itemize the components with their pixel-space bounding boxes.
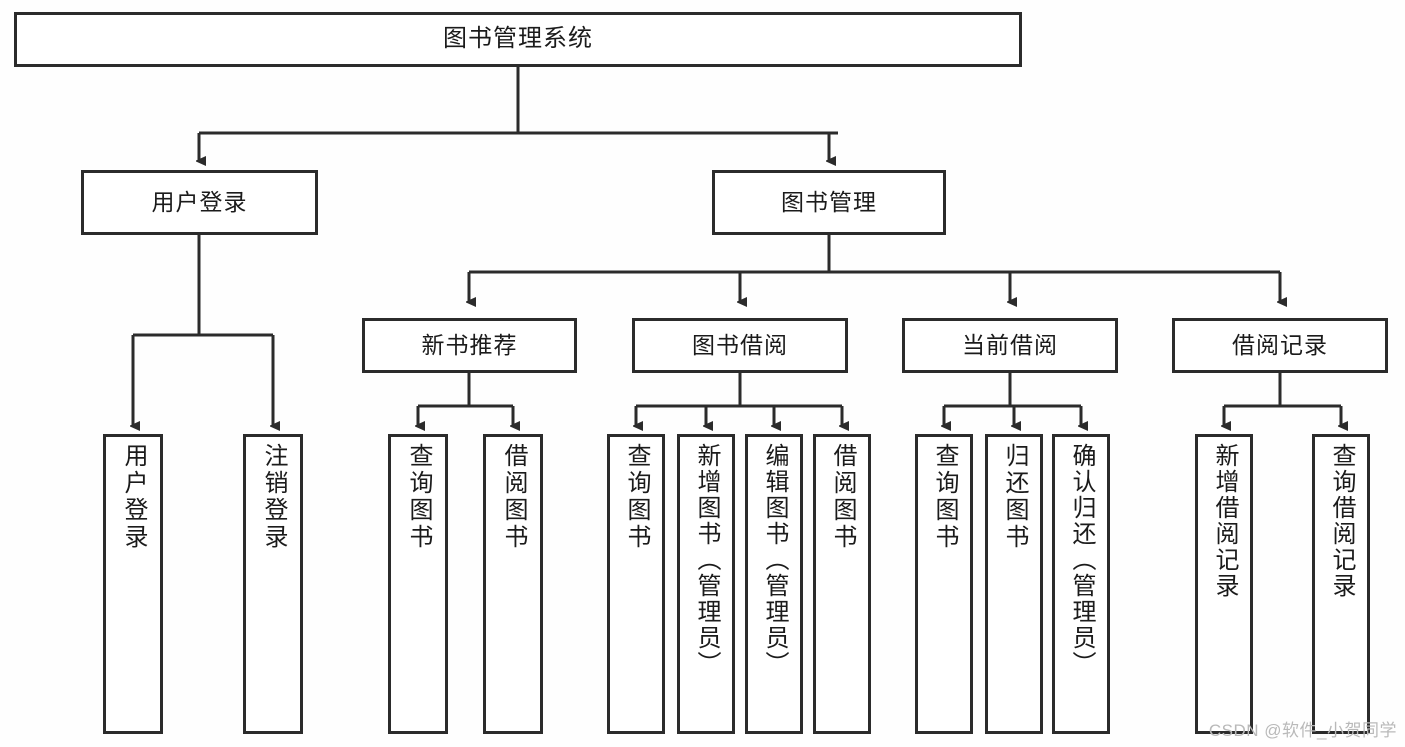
node-leaf-user-login-label: 用户登录 <box>120 443 147 551</box>
node-current-borrow-label: 当前借阅 <box>962 331 1058 358</box>
node-borrow-record-label: 借阅记录 <box>1232 331 1328 358</box>
node-leaf-user-login[interactable]: 用户登录 <box>103 434 163 734</box>
node-leaf-borrow-borrow-book-label: 借阅图书 <box>829 443 856 551</box>
node-book-borrow[interactable]: 图书借阅 <box>632 318 848 373</box>
node-leaf-logout-label: 注销登录 <box>260 443 287 551</box>
node-leaf-current-query-book-label: 查询图书 <box>931 443 958 551</box>
node-leaf-current-confirm-return[interactable]: 确认归还（管理员） <box>1052 434 1110 734</box>
node-new-book-recommend[interactable]: 新书推荐 <box>362 318 577 373</box>
node-leaf-borrow-edit-book-label: 编辑图书（管理员） <box>761 443 788 677</box>
node-book-borrow-label: 图书借阅 <box>692 331 788 358</box>
node-leaf-current-return-book[interactable]: 归还图书 <box>985 434 1043 734</box>
node-leaf-current-confirm-return-label: 确认归还（管理员） <box>1068 443 1095 677</box>
node-leaf-recommend-borrow-book[interactable]: 借阅图书 <box>483 434 543 734</box>
node-new-book-recommend-label: 新书推荐 <box>421 331 518 358</box>
node-leaf-recommend-borrow-book-label: 借阅图书 <box>500 443 527 551</box>
node-leaf-record-add-label: 新增借阅记录 <box>1211 443 1238 599</box>
node-leaf-borrow-add-book-label: 新增图书（管理员） <box>693 443 720 677</box>
node-user-login[interactable]: 用户登录 <box>81 170 318 235</box>
node-leaf-borrow-edit-book[interactable]: 编辑图书（管理员） <box>745 434 803 734</box>
node-book-manage-label: 图书管理 <box>781 188 877 215</box>
node-leaf-record-query-label: 查询借阅记录 <box>1328 443 1355 599</box>
node-leaf-borrow-query-book[interactable]: 查询图书 <box>607 434 665 734</box>
node-root-label: 图书管理系统 <box>443 25 593 53</box>
watermark: CSDN @软件_小贺同学 <box>1208 721 1397 740</box>
node-borrow-record[interactable]: 借阅记录 <box>1172 318 1388 373</box>
node-leaf-current-query-book[interactable]: 查询图书 <box>915 434 973 734</box>
node-book-manage[interactable]: 图书管理 <box>712 170 946 235</box>
node-leaf-record-add[interactable]: 新增借阅记录 <box>1195 434 1253 734</box>
node-leaf-record-query[interactable]: 查询借阅记录 <box>1312 434 1370 734</box>
node-leaf-logout[interactable]: 注销登录 <box>243 434 303 734</box>
node-root[interactable]: 图书管理系统 <box>14 12 1022 67</box>
node-leaf-borrow-query-book-label: 查询图书 <box>623 443 650 551</box>
node-leaf-borrow-add-book[interactable]: 新增图书（管理员） <box>677 434 735 734</box>
node-user-login-label: 用户登录 <box>151 188 248 215</box>
node-leaf-recommend-query-book[interactable]: 查询图书 <box>388 434 448 734</box>
node-current-borrow[interactable]: 当前借阅 <box>902 318 1118 373</box>
node-leaf-borrow-borrow-book[interactable]: 借阅图书 <box>813 434 871 734</box>
node-leaf-recommend-query-book-label: 查询图书 <box>405 443 432 551</box>
node-leaf-current-return-book-label: 归还图书 <box>1001 443 1028 551</box>
